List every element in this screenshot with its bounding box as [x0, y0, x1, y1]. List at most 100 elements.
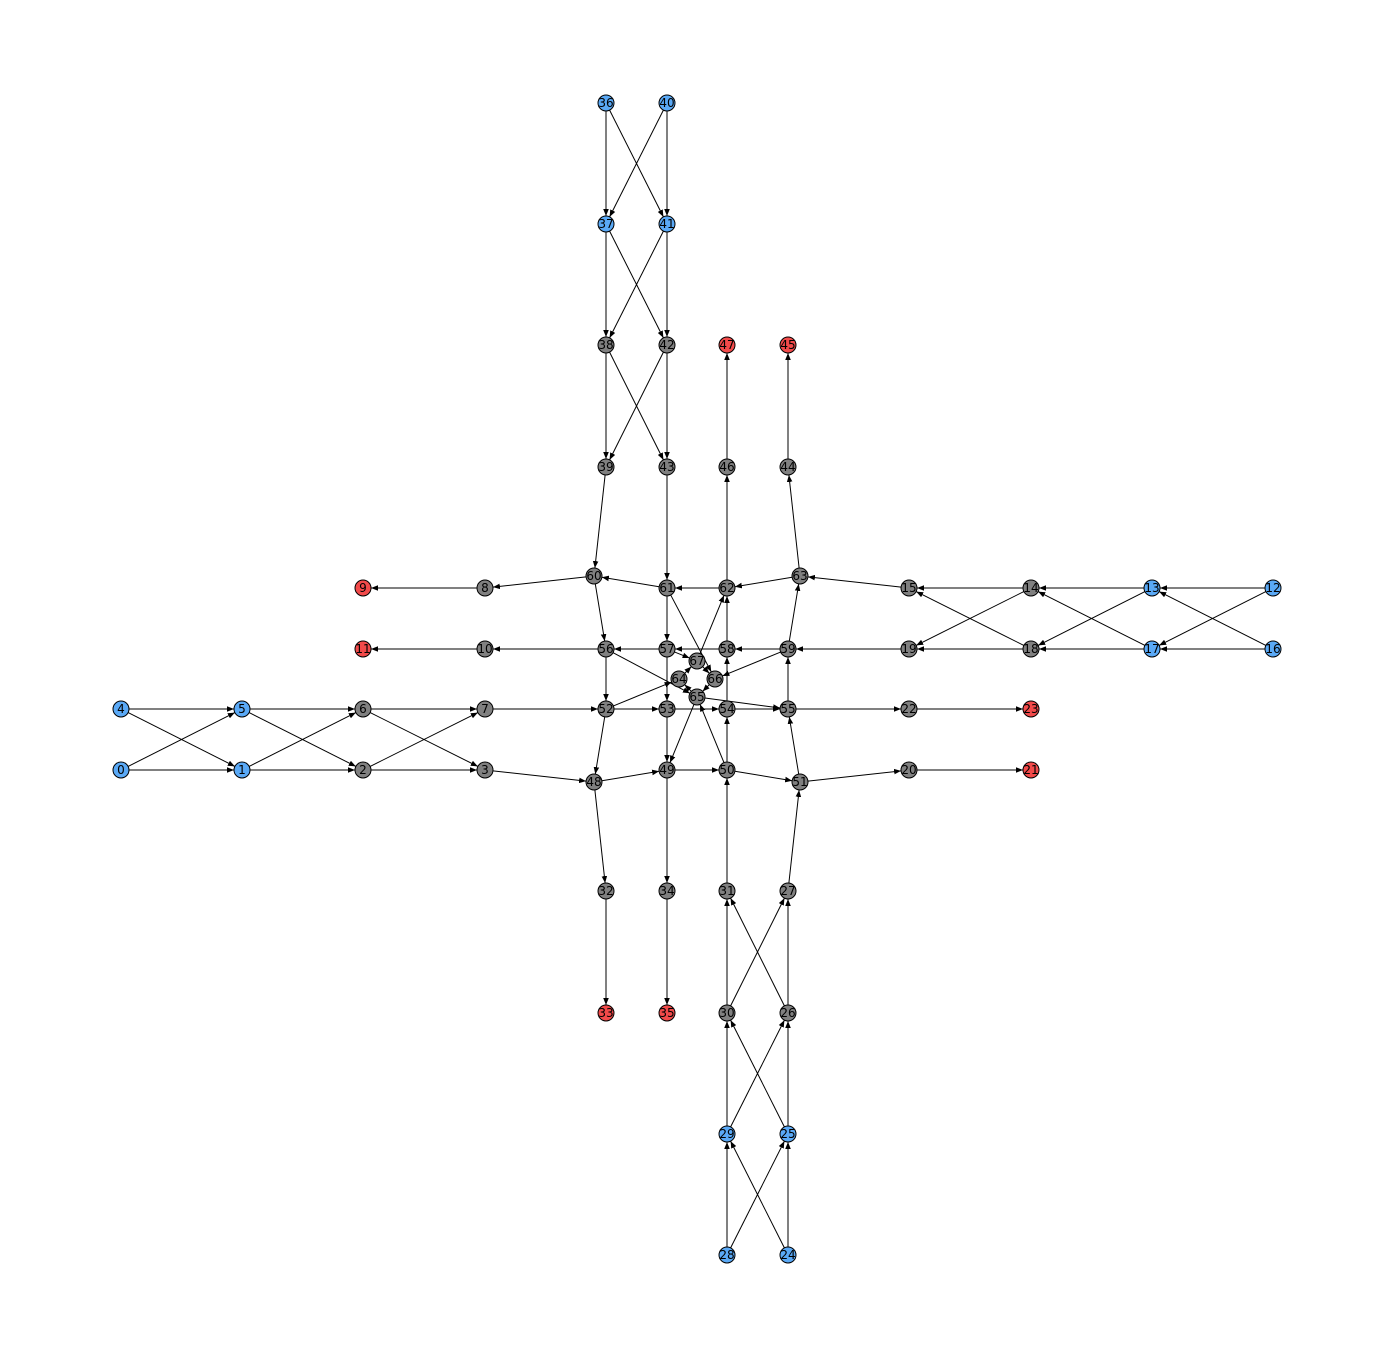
node-label-0: 0 — [117, 763, 125, 777]
edge-48-to-32 — [594, 789, 608, 884]
node-circle-54 — [718, 700, 736, 718]
node-label-47: 47 — [719, 338, 734, 352]
node-6: 6 — [354, 700, 372, 718]
node-62: 62 — [718, 579, 736, 597]
node-circle-48 — [585, 773, 603, 791]
node-label-11: 11 — [355, 642, 370, 656]
node-label-12: 12 — [1265, 581, 1280, 595]
node-circle-2 — [354, 761, 372, 779]
node-66: 66 — [706, 670, 724, 688]
node-22: 22 — [900, 700, 918, 718]
edge-15-to-63 — [807, 574, 902, 588]
edge-52-to-48 — [593, 716, 606, 775]
node-label-34: 34 — [659, 884, 674, 898]
node-circle-53 — [658, 700, 676, 718]
node-circle-10 — [476, 640, 494, 658]
node-circle-63 — [791, 567, 809, 585]
node-circle-57 — [658, 640, 676, 658]
node-circle-1 — [233, 761, 251, 779]
node-circle-65 — [688, 688, 706, 706]
node-circle-24 — [779, 1246, 797, 1264]
node-15: 15 — [900, 579, 918, 597]
edge-16-to-13 — [1158, 591, 1267, 646]
node-circle-42 — [658, 336, 676, 354]
node-51: 51 — [791, 773, 809, 791]
node-circle-35 — [658, 1004, 676, 1022]
node-circle-8 — [476, 579, 494, 597]
node-label-43: 43 — [659, 460, 674, 474]
node-circle-7 — [476, 700, 494, 718]
node-64: 64 — [670, 670, 688, 688]
node-35: 35 — [658, 1004, 676, 1022]
edge-18-to-15 — [915, 591, 1025, 646]
node-circle-40 — [658, 94, 676, 112]
node-label-45: 45 — [780, 338, 795, 352]
node-28: 28 — [718, 1246, 736, 1264]
node-label-26: 26 — [780, 1006, 795, 1020]
node-label-44: 44 — [780, 460, 795, 474]
node-label-48: 48 — [586, 775, 601, 789]
node-circle-16 — [1264, 640, 1282, 658]
edge-48-to-49 — [601, 769, 660, 782]
edge-52-to-64 — [613, 681, 672, 707]
edge-5-to-2 — [248, 712, 357, 767]
node-61: 61 — [658, 579, 676, 597]
node-circle-31 — [718, 882, 736, 900]
node-label-18: 18 — [1023, 642, 1038, 656]
edge-65-to-55 — [704, 697, 781, 710]
node-56: 56 — [597, 640, 615, 658]
node-label-23: 23 — [1023, 702, 1038, 716]
node-45: 45 — [779, 336, 797, 354]
node-label-57: 57 — [659, 642, 674, 656]
node-49: 49 — [658, 761, 676, 779]
node-26: 26 — [779, 1004, 797, 1022]
edge-40-to-37 — [609, 109, 664, 218]
node-label-36: 36 — [598, 96, 613, 110]
node-label-52: 52 — [598, 702, 613, 716]
edge-67-to-62 — [699, 595, 725, 654]
node-circle-34 — [658, 882, 676, 900]
node-47: 47 — [718, 336, 736, 354]
node-3: 3 — [476, 761, 494, 779]
node-circle-17 — [1143, 640, 1161, 658]
edge-24-to-29 — [730, 1140, 785, 1249]
node-label-32: 32 — [598, 884, 613, 898]
node-24: 24 — [779, 1246, 797, 1264]
node-label-29: 29 — [719, 1127, 734, 1141]
node-circle-55 — [779, 700, 797, 718]
node-label-66: 66 — [707, 672, 722, 686]
node-label-9: 9 — [359, 581, 367, 595]
node-label-25: 25 — [780, 1127, 795, 1141]
node-29: 29 — [718, 1125, 736, 1143]
edge-17-to-14 — [1037, 591, 1146, 646]
node-label-31: 31 — [719, 884, 734, 898]
node-circle-67 — [688, 652, 706, 670]
node-label-41: 41 — [659, 217, 674, 231]
node-label-64: 64 — [671, 672, 686, 686]
node-46: 46 — [718, 458, 736, 476]
node-circle-11 — [354, 640, 372, 658]
node-label-20: 20 — [901, 763, 916, 777]
node-25: 25 — [779, 1125, 797, 1143]
node-31: 31 — [718, 882, 736, 900]
node-circle-25 — [779, 1125, 797, 1143]
node-41: 41 — [658, 215, 676, 233]
node-60: 60 — [585, 567, 603, 585]
node-circle-29 — [718, 1125, 736, 1143]
node-circle-18 — [1022, 640, 1040, 658]
node-label-40: 40 — [659, 96, 674, 110]
node-circle-15 — [900, 579, 918, 597]
edge-50-to-51 — [734, 770, 793, 783]
node-circle-14 — [1022, 579, 1040, 597]
edge-41-to-38 — [609, 230, 664, 339]
node-0: 0 — [112, 761, 130, 779]
edges-layer — [127, 109, 1267, 1249]
node-67: 67 — [688, 652, 706, 670]
node-label-8: 8 — [481, 581, 489, 595]
edge-60-to-56 — [594, 583, 607, 642]
node-label-62: 62 — [719, 581, 734, 595]
node-8: 8 — [476, 579, 494, 597]
edge-63-to-44 — [786, 474, 800, 569]
edge-65-to-49 — [669, 704, 695, 763]
node-58: 58 — [718, 640, 736, 658]
